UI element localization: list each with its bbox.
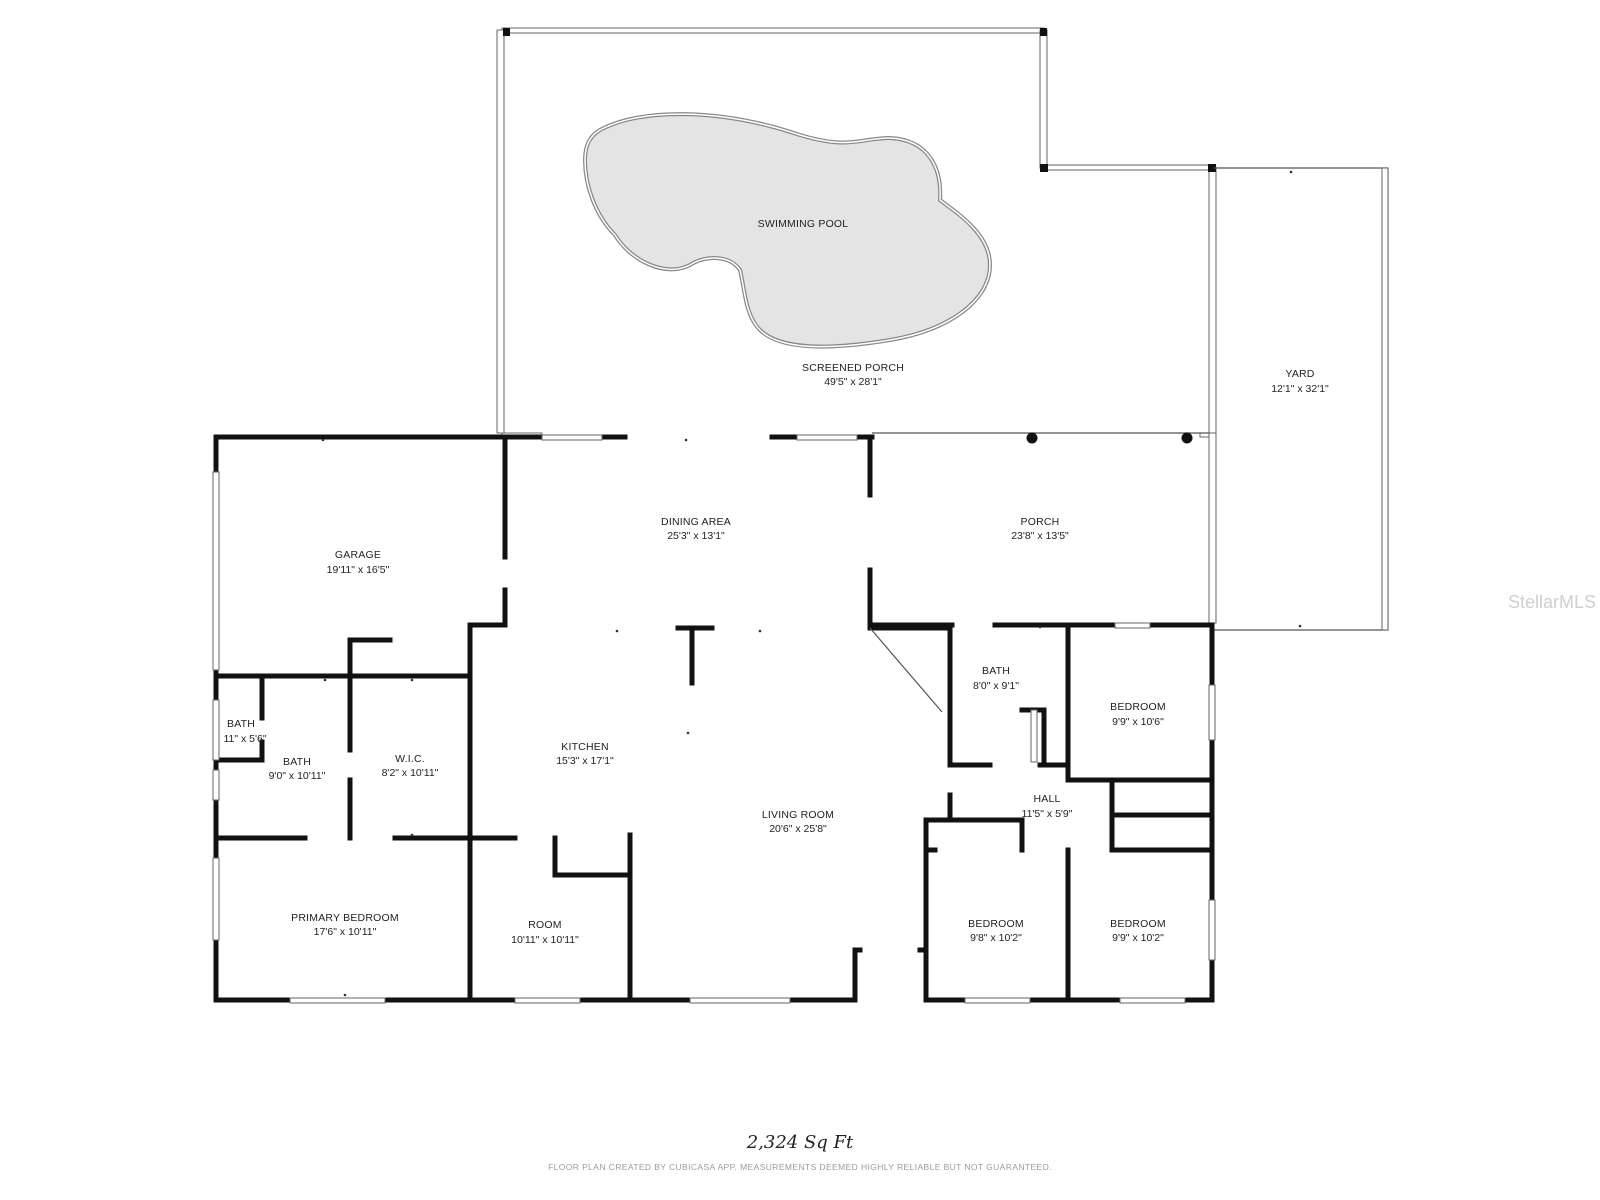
room-name-screened-porch: SCREENED PORCH <box>802 362 904 374</box>
room-dims-porch: 23'8" x 13'5" <box>1011 530 1069 542</box>
room-dims-dining-area: 25'3" x 13'1" <box>667 530 725 542</box>
total-area: 2,324 Sq Ft <box>746 1132 854 1153</box>
watermark: StellarMLS <box>1508 592 1597 612</box>
room-dims-primary-bedroom: 17'6" x 10'11" <box>314 926 377 938</box>
room-dims-bedroom-se: 9'9" x 10'2" <box>1112 932 1164 944</box>
porch-post <box>1181 432 1193 444</box>
room-dims-room: 10'11" x 10'11" <box>511 934 579 946</box>
room-name-yard: YARD <box>1285 368 1314 380</box>
room-dims-kitchen: 15'3" x 17'1" <box>556 755 614 767</box>
room-name-bath-hall: BATH <box>982 665 1010 677</box>
room-name-room: ROOM <box>528 919 561 931</box>
room-dims-living-room: 20'6" x 25'8" <box>769 823 827 835</box>
room-dims-bedroom-ne: 9'9" x 10'6" <box>1112 716 1164 728</box>
room-name-dining-area: DINING AREA <box>661 516 731 528</box>
room-name-porch: PORCH <box>1021 516 1060 528</box>
room-name-garage: GARAGE <box>335 549 381 561</box>
windows <box>212 434 1216 1004</box>
door-ticks <box>321 170 1302 997</box>
room-labels: SWIMMING POOL SCREENED PORCH 49'5" x 28'… <box>223 218 1329 946</box>
swimming-pool-shape <box>582 112 993 349</box>
room-dims-bath-small: 11" x 5'6" <box>223 733 266 745</box>
room-name-swimming-pool: SWIMMING POOL <box>758 218 849 230</box>
room-dims-bedroom-sw: 9'8" x 10'2" <box>970 932 1022 944</box>
room-name-bath-primary: BATH <box>283 756 311 768</box>
room-name-wic: W.I.C. <box>395 753 425 765</box>
room-name-bedroom-se: BEDROOM <box>1110 918 1166 930</box>
room-name-kitchen: KITCHEN <box>561 741 609 753</box>
room-name-hall: HALL <box>1033 793 1060 805</box>
room-name-living-room: LIVING ROOM <box>762 809 834 821</box>
room-dims-hall: 11'5" x 5'9" <box>1022 808 1073 820</box>
room-dims-garage: 19'11" x 16'5" <box>327 564 390 576</box>
room-dims-yard: 12'1" x 32'1" <box>1271 383 1329 395</box>
porch-post <box>1026 432 1038 444</box>
room-name-bedroom-ne: BEDROOM <box>1110 701 1166 713</box>
room-name-primary-bedroom: PRIMARY BEDROOM <box>291 912 399 924</box>
room-dims-bath-primary: 9'0" x 10'11" <box>269 770 326 782</box>
room-dims-bath-hall: 8'0" x 9'1" <box>973 680 1019 692</box>
house-walls <box>213 434 1215 1003</box>
room-dims-wic: 8'2" x 10'11" <box>382 767 439 779</box>
room-name-bath-small: BATH <box>227 718 255 730</box>
room-dims-screened-porch: 49'5" x 28'1" <box>824 376 882 388</box>
disclaimer: FLOOR PLAN CREATED BY CUBICASA APP. MEAS… <box>548 1162 1052 1172</box>
room-name-bedroom-sw: BEDROOM <box>968 918 1024 930</box>
yard-outline <box>1214 167 1389 631</box>
